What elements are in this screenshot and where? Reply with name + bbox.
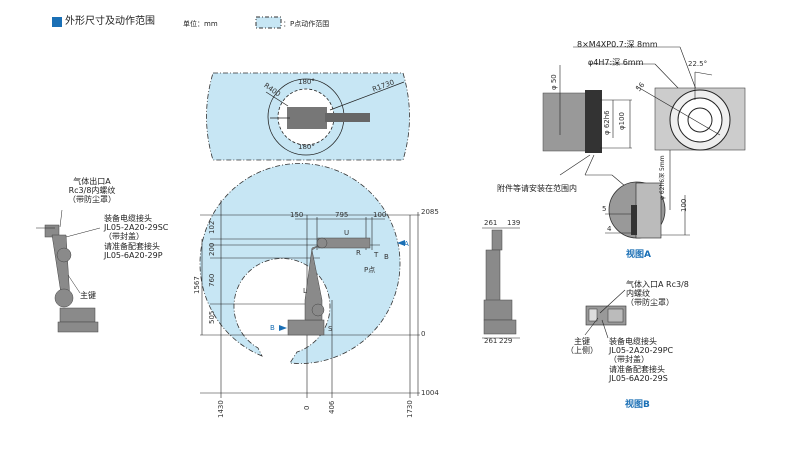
flange-d62: φ 62h6 [603, 110, 611, 135]
side-view [199, 163, 420, 398]
detail-dim-5: 5 [602, 205, 607, 213]
flange-plate [585, 90, 602, 153]
axis-t: T [374, 251, 379, 259]
top-angle-top: 180° [298, 78, 315, 86]
dim-795: 795 [335, 211, 349, 219]
rear-robot-drawing [482, 227, 520, 339]
dim-100: 100 [373, 211, 387, 219]
axis-l: L [303, 287, 307, 295]
mount-note: 附件等请安装在范围内 [497, 184, 577, 193]
top-robot-body [287, 107, 327, 129]
rear-dim-261-top: 261 [484, 219, 498, 227]
dim-200: 200 [208, 242, 216, 256]
detail-dim-4: 4 [607, 225, 612, 233]
view-a-label: 视图A [626, 250, 651, 260]
arrow-a-label: A [404, 240, 409, 248]
left-robot-drawing [36, 209, 101, 333]
legend-swatch [255, 16, 282, 29]
flange-angle: 22.5° [688, 60, 708, 68]
side-range-area [199, 163, 401, 364]
flange-d50: φ 50 [550, 74, 558, 90]
dim-1730: 1730 [406, 400, 414, 418]
dim-zero-bottom: 0 [303, 405, 311, 410]
view-b-drawing [584, 289, 627, 339]
top-view [206, 72, 410, 161]
dim-406: 406 [328, 400, 336, 414]
top-robot-arm [325, 113, 370, 122]
rear-dim-261-bottom: 261 [484, 337, 498, 345]
dim-150: 150 [290, 211, 304, 219]
view-b-label: 视图B [625, 400, 650, 410]
rear-dim-229: 229 [499, 337, 513, 345]
dim-505: 505 [208, 310, 216, 324]
top-angle-bottom: 180° [298, 143, 315, 151]
depth-note: φ 62h6深 5mm [659, 155, 666, 200]
axis-s: S [328, 325, 333, 333]
side-robot-lower-arm [304, 244, 323, 321]
thread-spec: 8×M4XP0.7:深 8mm [577, 40, 658, 49]
dim-1004: 1004 [421, 389, 439, 397]
detail-a-drawing [605, 181, 666, 239]
flange-front-drawing [635, 71, 746, 236]
page-title: 外形尺寸及动作范围 [65, 16, 155, 27]
flange-d100: φ100 [618, 112, 626, 130]
pin-hole-spec: φ4H7:深 6mm [588, 58, 644, 67]
side-robot-base [287, 319, 325, 336]
title-marker [52, 17, 62, 27]
main-key-label: 主键 [80, 291, 96, 300]
unit-label: 单位：mm [183, 20, 218, 28]
p-point-label: P点 [364, 266, 376, 274]
dim-2085: 2085 [421, 208, 439, 216]
legend-label: ：P点动作范围 [283, 20, 330, 28]
dim-1567: 1567 [193, 276, 201, 294]
axis-b: B [384, 253, 389, 261]
flange-side-drawing [542, 46, 701, 193]
rear-dim-139: 139 [507, 219, 521, 227]
arrow-b-label: B [270, 324, 275, 332]
axis-r: R [356, 249, 361, 257]
axis-u: U [344, 229, 350, 237]
dim-102: 102 [208, 220, 216, 234]
dim-1430: 1430 [217, 400, 225, 418]
view-b-main-key: 主键（上侧） [566, 337, 598, 356]
dim-760: 760 [208, 273, 216, 287]
dim-zero-right: 0 [421, 330, 426, 338]
detail-dim-100: 100 [680, 198, 688, 212]
